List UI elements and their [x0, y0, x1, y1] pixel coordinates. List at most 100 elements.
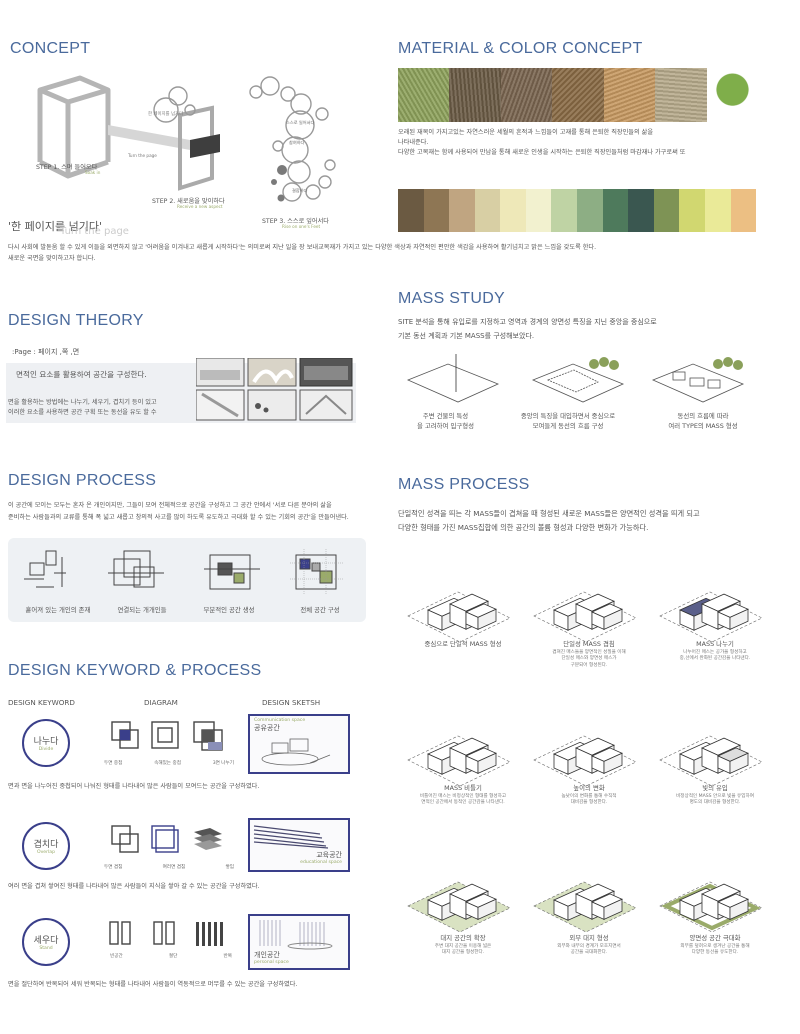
step1-en: Soak in	[85, 170, 101, 175]
mass-drawing	[533, 591, 637, 643]
process-heading: DESIGN PROCESS	[8, 472, 157, 489]
color-swatch	[474, 189, 501, 232]
theory-photos	[196, 358, 353, 421]
material-photo	[500, 68, 553, 122]
color-swatch	[628, 189, 654, 232]
mass-process-line-2: 다양한 형태를 가진 MASS집합에 의한 공간의 볼륨 형성과 다양한 변화가…	[398, 523, 649, 532]
bubble-label-3: 결합하다	[292, 188, 308, 193]
color-swatch	[577, 189, 603, 232]
keyword-col-3: DESIGN SKETSH	[262, 698, 321, 707]
mass-drawing	[407, 591, 511, 643]
keyword-col-1: DESIGN KEYWORD	[8, 698, 75, 707]
material-photo	[398, 68, 450, 122]
step3-en: Rise on one's Feet	[282, 224, 321, 229]
keyword-desc-stand: 면을 절단하여 반복되어 세워 반복되는 형태를 나타내어 사람들이 역동적으로…	[8, 981, 298, 988]
material-photo	[552, 68, 604, 122]
mass-drawing	[533, 735, 637, 787]
theory-body-2: 이러한 요소를 사용하면 공간 구획 또는 동선을 유도 할 수	[8, 409, 157, 416]
concept-body-2: 새로운 국면을 맞이하고자 합니다.	[8, 255, 96, 262]
step3-label: STEP 3. 스스로 잎어서다	[262, 218, 329, 225]
mass-item-1: 중심으로 단일적 MASS 형성	[424, 640, 502, 648]
keyword-diagram-overlap	[111, 825, 222, 853]
step2-label: STEP 2. 새로움을 맞이하다	[152, 198, 225, 205]
process-step-2: 연결되는 개개인들	[117, 606, 167, 614]
theory-heading: DESIGN THEORY	[8, 312, 144, 329]
material-line-1: 오래된 재목이 가지고있는 자연스러운 세월의 흔적과 느낌들이 고재를 통해 …	[398, 129, 654, 136]
page-definition: :Page : 페이지 ,쪽 ,면	[12, 348, 80, 356]
keyword-sketch-divide: Communication space 공유공간	[248, 714, 350, 774]
mass-drawing	[659, 881, 763, 933]
concept-quote: '한 페이지를 넘기다'	[8, 220, 103, 233]
color-swatch	[398, 189, 424, 232]
material-line-3: 다양한 고목재는 함께 사용되어 만남을 통해 새로운 인생을 시작하는 은퇴한…	[398, 149, 686, 156]
keyword-heading: DESIGN KEYWORD & PROCESS	[8, 662, 262, 679]
keyword-sketch-overlap: 교육공간 educational space	[248, 818, 350, 872]
concept-quote-en: Turn the page	[60, 226, 129, 237]
bubble-label-1: 스스로 일어서다	[286, 120, 315, 125]
material-heading: MATERIAL & COLOR CONCEPT	[398, 40, 643, 57]
mass-process-line-1: 단일적인 성격을 띄는 각 MASS들이 겹쳐을 때 형성된 새로운 MASS들…	[398, 509, 700, 518]
sketch-drawing-divide	[261, 738, 331, 766]
process-line-2: 준비하는 사람들과의 교류를 통해 폭 넓고 새롭고 창의적 사고를 많이 하도…	[8, 514, 349, 521]
process-step-3: 부분적인 공간 생성	[203, 606, 255, 614]
concept-body: 다시 사회에 발돋움 할 수 있게 이들을 외면하지 않고 '어려움을 이겨내고…	[8, 244, 597, 251]
color-swatch	[500, 189, 526, 232]
color-swatch	[551, 189, 578, 232]
material-photo	[603, 68, 656, 122]
process-step-4: 전체 공간 구성	[300, 606, 340, 614]
process-line-1: 이 공간에 모이는 모두는 혼자 온 개인이지만, 그들이 모여 전체적으로 공…	[8, 502, 332, 509]
mass-study-heading: MASS STUDY	[398, 290, 506, 307]
color-swatch	[679, 189, 705, 232]
keyword-diagram-stand	[109, 921, 223, 946]
concept-diagram	[37, 75, 336, 202]
material-photo	[655, 68, 707, 122]
material-photos	[398, 68, 758, 122]
mass-study-line-1: SITE 분석을 통해 유입로를 지정하고 영역과 경계의 양면성 특징을 지닌…	[398, 318, 657, 326]
mass-drawing	[407, 881, 511, 933]
material-line-2: 나타내준다.	[398, 139, 429, 146]
color-swatch	[730, 189, 757, 232]
color-swatch	[449, 189, 475, 232]
keyword-desc-divide: 면과 면을 나누어진 중첩되어 나눠진 형태를 나타내어 많은 사람들이 모여드…	[8, 783, 260, 790]
material-photo	[449, 68, 501, 122]
turnpage-label: Turn the page	[128, 153, 157, 158]
color-palette	[398, 189, 757, 232]
process-diagrams	[24, 549, 344, 595]
mass-drawing	[407, 735, 511, 787]
turn-label: 한 페이지를 넘기다	[148, 112, 184, 117]
color-swatch	[704, 189, 731, 232]
color-swatch	[525, 189, 552, 232]
mass-drawing	[533, 881, 637, 933]
color-swatch	[653, 189, 680, 232]
keyword-diagram-divide	[111, 721, 223, 751]
keyword-desc-overlap: 여러 면을 겹쳐 쌓여진 형태를 나타내어 많은 사람들이 지식을 쌓아 갈 수…	[8, 883, 260, 890]
mass-process-diagrams	[407, 591, 763, 933]
mass-drawing	[659, 591, 763, 643]
mass-study-line-2: 기본 동선 계획과 기본 MASS를 구성해보았다.	[398, 332, 535, 340]
step1-label: STEP 1. 스며 들어오다	[36, 164, 98, 171]
material-photo	[706, 68, 758, 122]
process-panel	[8, 538, 366, 622]
concept-heading: CONCEPT	[10, 40, 91, 57]
mass-process-heading: MASS PROCESS	[398, 476, 530, 493]
keyword-col-2: DIAGRAM	[144, 698, 178, 707]
theory-panel	[6, 363, 356, 423]
